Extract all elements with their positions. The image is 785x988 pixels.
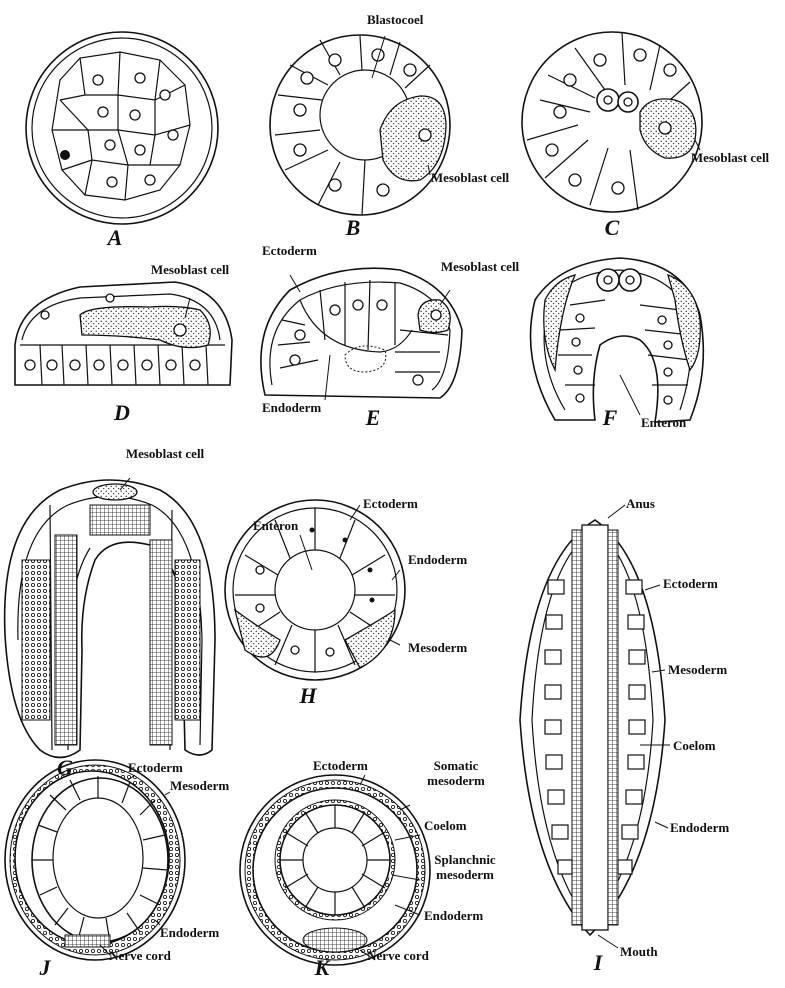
panel-b <box>270 35 450 215</box>
label-ectoderm-k: Ectoderm <box>313 758 368 773</box>
label-mesoblast-cell-c: Mesoblast cell <box>690 150 770 165</box>
figure-letter-i: I <box>594 950 603 976</box>
label-mesoblast-cell-d: Mesoblast cell <box>150 262 230 277</box>
panel-d <box>15 282 232 385</box>
panel-i <box>520 505 670 948</box>
label-endoderm-e: Endoderm <box>262 400 321 415</box>
label-endoderm-j: Endoderm <box>160 925 219 940</box>
label-endoderm-h: Endoderm <box>408 552 467 567</box>
panel-g <box>5 478 215 758</box>
figure-letter-f: F <box>603 405 618 431</box>
figure-letter-g: G <box>57 755 73 781</box>
figure-letter-b: B <box>346 215 361 241</box>
label-coelom-k: Coelom <box>424 818 467 833</box>
label-ectoderm-h: Ectoderm <box>363 496 418 511</box>
label-mesoderm-i: Mesoderm <box>668 662 727 677</box>
label-blastocoel: Blastocoel <box>367 12 423 27</box>
label-enteron-h: Enteron <box>253 518 298 533</box>
label-endoderm-k: Endoderm <box>424 908 483 923</box>
label-ectoderm-e: Ectoderm <box>262 243 317 258</box>
figure-letter-j: J <box>40 955 51 981</box>
label-mesoblast-cell-g: Mesoblast cell <box>125 446 205 461</box>
panel-e <box>261 268 462 400</box>
label-nerve-cord-j: Nerve cord <box>105 948 175 963</box>
figure-letter-d: D <box>114 400 130 426</box>
label-mouth: Mouth <box>620 944 658 959</box>
figure-letter-h: H <box>299 683 316 709</box>
panel-h <box>225 500 405 680</box>
label-somatic-mesoderm: Somatic mesoderm <box>411 758 501 788</box>
panel-k <box>240 775 430 965</box>
label-coelom-i: Coelom <box>673 738 716 753</box>
label-ectoderm-j: Ectoderm <box>128 760 183 775</box>
figure-letter-c: C <box>605 215 620 241</box>
panel-j <box>5 760 185 960</box>
panel-a <box>26 32 218 224</box>
label-mesoderm-h: Mesoderm <box>408 640 467 655</box>
label-mesoblast-cell-b: Mesoblast cell <box>430 170 510 185</box>
figure-letter-a: A <box>108 225 123 251</box>
label-endoderm-i: Endoderm <box>670 820 729 835</box>
label-enteron-f: Enteron <box>641 415 686 430</box>
label-ectoderm-i: Ectoderm <box>663 576 718 591</box>
label-anus: Anus <box>626 496 655 511</box>
panel-c <box>522 32 702 212</box>
label-nerve-cord-k: Nerve cord <box>363 948 433 963</box>
label-mesoblast-cell-e: Mesoblast cell <box>440 259 520 274</box>
figure-letter-k: K <box>315 955 330 981</box>
figure-letter-e: E <box>366 405 381 431</box>
panel-f <box>531 258 704 422</box>
label-mesoderm-j: Mesoderm <box>170 778 229 793</box>
label-splanchnic-mesoderm: Splanchnic mesoderm <box>415 852 515 882</box>
